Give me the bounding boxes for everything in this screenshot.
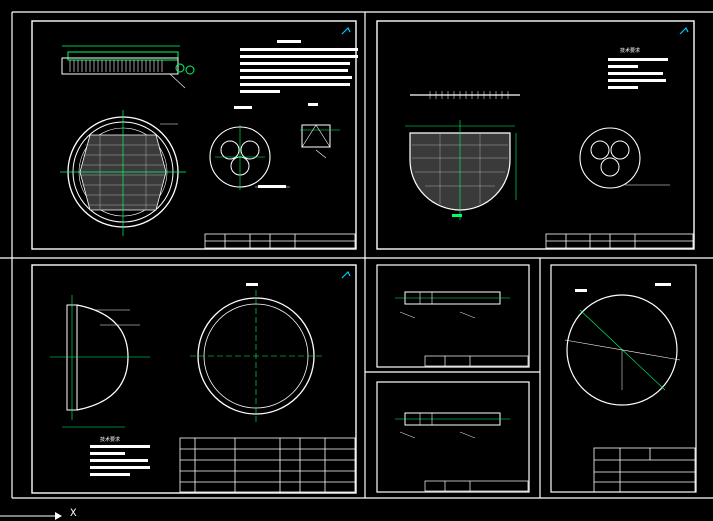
title-block-5 — [424, 480, 529, 492]
sheet-5[interactable] — [376, 381, 530, 493]
sheet-separators — [0, 11, 713, 499]
notes-block — [90, 445, 150, 476]
sheet-2[interactable]: 技术要求 — [376, 20, 695, 250]
notes-block — [240, 40, 358, 93]
tech-requirements-title: 技术要求 — [100, 436, 120, 443]
sheet-6[interactable] — [550, 264, 697, 493]
sheet-1[interactable] — [31, 20, 358, 250]
sheet-4[interactable] — [376, 264, 530, 368]
title-block-1 — [204, 233, 356, 249]
cad-logo-icon — [679, 26, 689, 35]
ucs-axis-icon — [0, 512, 62, 520]
detail-view-c — [579, 127, 670, 189]
tech-requirements-title: 技术要求 — [620, 47, 640, 54]
disk-view — [564, 283, 681, 406]
section-view-top — [61, 45, 195, 89]
pin-view — [395, 412, 510, 439]
pin-view — [395, 291, 510, 319]
notes-block — [608, 58, 668, 89]
title-block-6 — [593, 447, 696, 493]
detail-view-b — [300, 103, 340, 159]
plan-view-circle — [60, 110, 186, 236]
ucs-axis-x-label: X — [70, 508, 77, 520]
head-side-view — [50, 295, 150, 428]
title-block-4 — [424, 355, 529, 367]
detail-view-a — [209, 106, 290, 190]
title-block-2 — [545, 233, 694, 249]
cad-logo-icon — [341, 270, 351, 279]
parts-table — [179, 437, 356, 493]
shaft-view — [410, 91, 520, 99]
ring-view — [190, 283, 322, 422]
sheet-3[interactable]: 技术要求 — [31, 264, 357, 494]
hemisphere-section — [405, 120, 517, 220]
cad-logo-icon — [341, 26, 351, 35]
